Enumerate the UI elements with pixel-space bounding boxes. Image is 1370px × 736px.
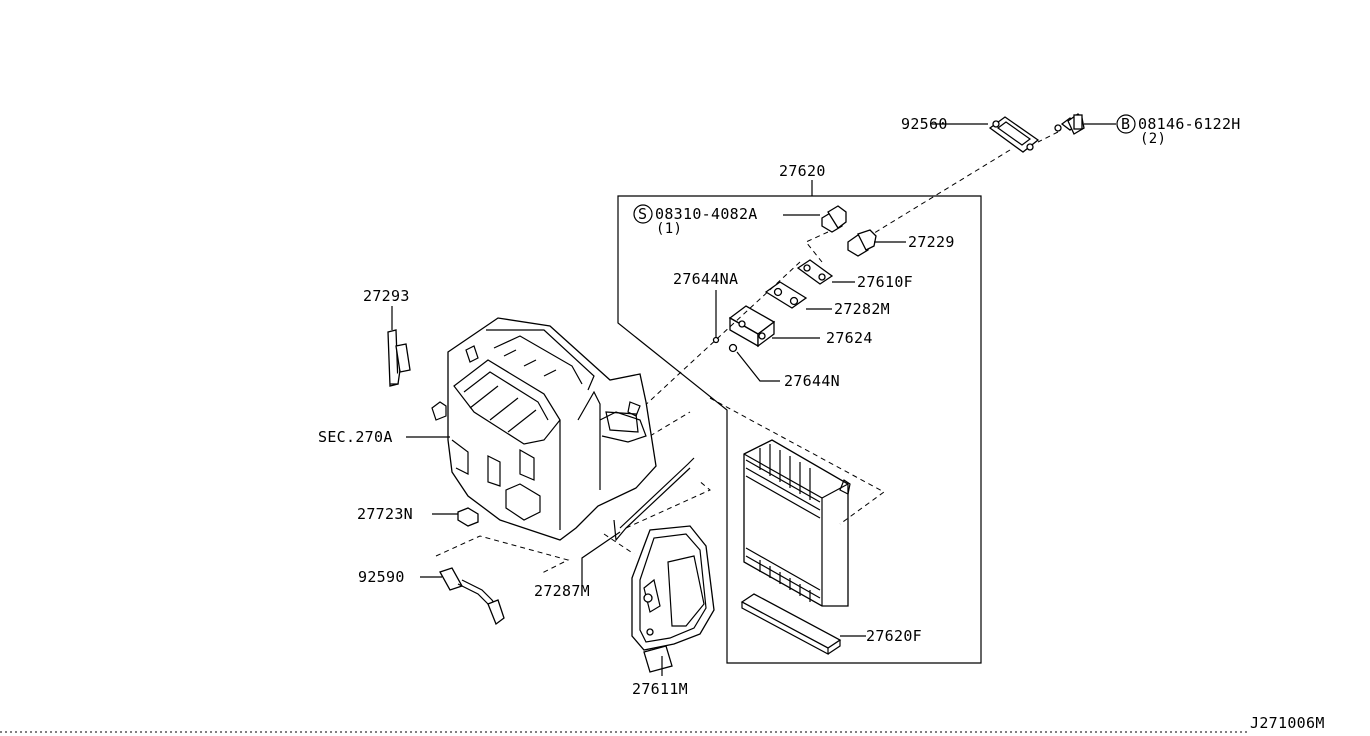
diagram-id: J271006M bbox=[1250, 714, 1325, 732]
label-sec270A: SEC.270A bbox=[318, 428, 393, 446]
label-27723N: 27723N bbox=[357, 505, 413, 523]
bolt-symbol-circle bbox=[1116, 114, 1136, 134]
gasket-27282M-drawing bbox=[764, 281, 808, 309]
label-27644NA: 27644NA bbox=[673, 270, 738, 288]
label-27644N: 27644N bbox=[784, 372, 840, 390]
label-92560: 92560 bbox=[901, 115, 948, 133]
label-screw-symbol: S bbox=[638, 205, 647, 223]
screw-08310-drawing bbox=[821, 205, 847, 233]
clip-27723N-drawing bbox=[457, 507, 479, 527]
label-27620: 27620 bbox=[779, 162, 826, 180]
label-bolt-qty: (2) bbox=[1140, 131, 1166, 147]
label-27282M: 27282M bbox=[834, 300, 890, 318]
label-92590: 92590 bbox=[358, 568, 405, 586]
label-27611M: 27611M bbox=[632, 680, 688, 698]
label-bolt-symbol: B bbox=[1121, 115, 1130, 133]
label-27624: 27624 bbox=[826, 329, 873, 347]
label-27293: 27293 bbox=[363, 287, 410, 305]
valve-27229-drawing bbox=[847, 229, 877, 257]
expansion-valve-27624-drawing bbox=[728, 305, 776, 348]
screw-symbol-circle bbox=[633, 204, 653, 224]
sensor-27293-drawing bbox=[387, 329, 411, 387]
tray-27620F-drawing bbox=[740, 593, 842, 656]
label-screw-qty: (1) bbox=[656, 221, 682, 237]
harness-92590-drawing bbox=[439, 567, 505, 626]
evaporator-core-drawing bbox=[743, 439, 851, 607]
label-screw-number: 08310-4082A bbox=[655, 205, 758, 223]
label-27610F: 27610F bbox=[857, 273, 913, 291]
label-27287M: 27287M bbox=[534, 582, 590, 600]
label-bolt-number: 08146-6122H bbox=[1138, 115, 1241, 133]
seal-27611M-drawing bbox=[631, 525, 715, 673]
label-27620F: 27620F bbox=[866, 627, 922, 645]
label-27229: 27229 bbox=[908, 233, 955, 251]
bolt-08146-drawing bbox=[1054, 113, 1085, 135]
gasket-92560-drawing bbox=[988, 116, 1040, 153]
cooling-unit-housing-drawing bbox=[431, 317, 657, 541]
plate-27610F-drawing bbox=[796, 259, 834, 285]
